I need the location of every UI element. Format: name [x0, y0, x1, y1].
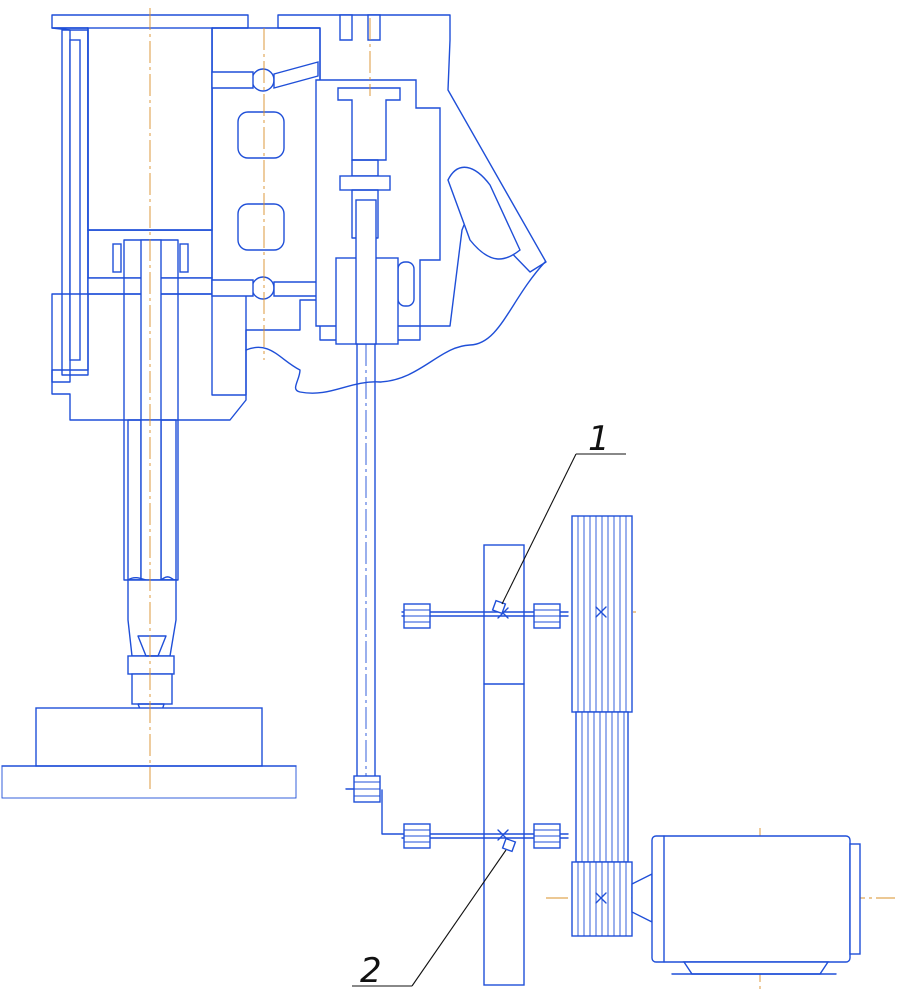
push-rod [356, 343, 376, 777]
link-rod [381, 789, 569, 835]
drive-mechanism [345, 544, 569, 986]
cylinder-block [51, 14, 547, 581]
passage-lower [211, 279, 254, 297]
plunger-head [337, 87, 401, 161]
pulley-upper-center [595, 606, 607, 618]
electric-motor [631, 835, 861, 975]
callout-label-2: 2 [360, 951, 382, 991]
housing-notch [339, 14, 381, 41]
tool-body [127, 579, 177, 657]
port-lower [237, 203, 285, 251]
workpiece [35, 707, 263, 767]
belt-drive [571, 515, 657, 937]
motor-end-cap [849, 843, 861, 955]
pulley-lower-center [595, 892, 607, 904]
tool-nut [131, 673, 173, 705]
ball-valve-upper [251, 68, 275, 92]
bearing-upper-right [533, 603, 561, 629]
tool-shank-bore [140, 419, 162, 581]
rod-slot-right [179, 243, 189, 273]
rod-slot-left [112, 243, 122, 273]
rod-end-bearing [345, 775, 381, 803]
bearing-lower-right [533, 823, 561, 849]
tool-cone [137, 635, 167, 657]
motor-body [651, 835, 851, 963]
passage-upper-right [273, 61, 319, 89]
callout-1: 1 [501, 419, 626, 605]
plunger-guide [339, 175, 391, 191]
bearing-lower-left [403, 823, 431, 849]
belt [575, 711, 629, 863]
right-slot [397, 261, 415, 307]
tool-assembly [1, 419, 297, 799]
passage-upper [211, 71, 254, 89]
ground-hatch [1, 765, 297, 799]
ball-valve-lower [251, 276, 275, 300]
callout-label-1: 1 [588, 419, 610, 459]
plunger-stem [355, 199, 377, 345]
eccentric-2 [501, 837, 517, 853]
break-line [245, 261, 546, 394]
cylinder-left-inner [69, 39, 81, 361]
bearing-upper-left [403, 603, 431, 629]
tool-collar [127, 655, 175, 675]
port-upper [237, 111, 285, 159]
drive-plate [483, 544, 525, 986]
motor-feet [682, 961, 830, 975]
callout-2: 2 [352, 849, 507, 991]
motor-coupling [631, 872, 653, 924]
arm-cutout [447, 166, 521, 260]
cylinder-left-rib [61, 29, 89, 376]
